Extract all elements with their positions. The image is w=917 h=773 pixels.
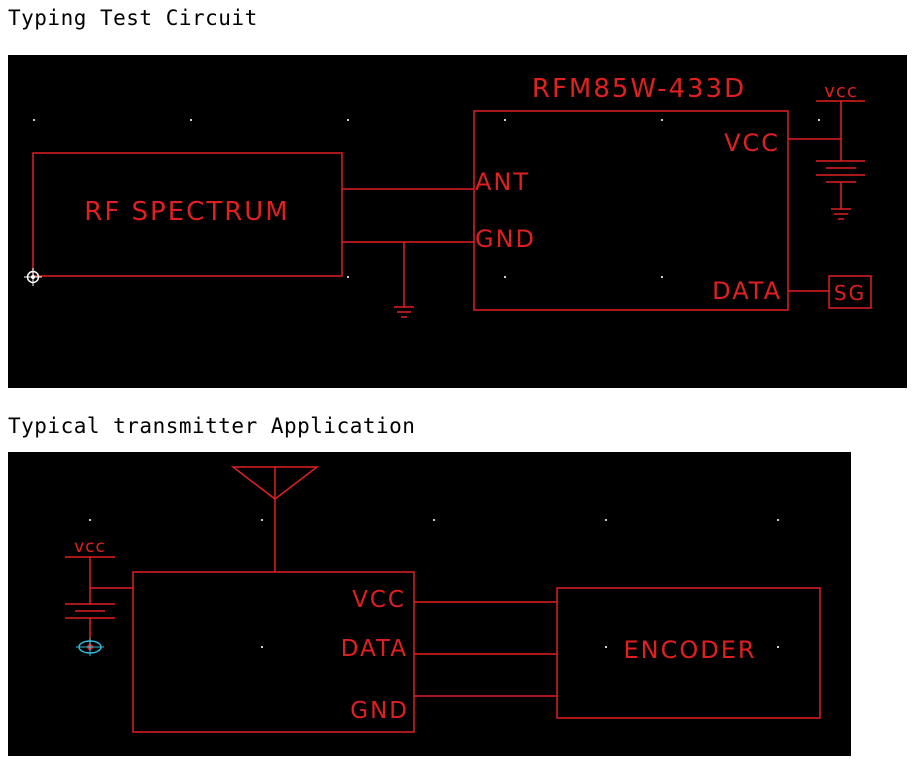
pin-data-label: DATA — [712, 277, 782, 305]
vcc-supply-symbol — [816, 100, 865, 161]
node-marker-icon[interactable] — [24, 268, 42, 286]
pin-gnd-label: GND — [350, 698, 409, 724]
module-name-label: RFM85W-433D — [532, 74, 746, 104]
transmitter-module-block[interactable] — [132, 571, 415, 733]
rf-spectrum-block[interactable] — [32, 152, 343, 277]
encoder-block[interactable] — [556, 587, 821, 719]
grid-dots — [89, 519, 779, 648]
pin-data-label: DATA — [341, 636, 408, 662]
supply-vcc-label: vcc — [74, 537, 106, 557]
encoder-label: ENCODER — [623, 636, 756, 664]
signal-generator-label: SG — [834, 281, 866, 305]
vcc-supply-symbol — [65, 556, 133, 604]
selected-node-marker-icon[interactable] — [76, 638, 104, 656]
signal-generator-block[interactable] — [828, 275, 872, 309]
pin-ant-label: ANT — [475, 168, 530, 196]
typical-application-schematic: vcc VCC DATA GND ENCODER — [8, 452, 851, 756]
pin-gnd-label: GND — [475, 225, 536, 253]
ground-symbol — [394, 242, 414, 318]
typing-test-schematic: RF SPECTRUM RFM85W-433D ANT GND VCC DATA… — [8, 55, 907, 388]
antenna-icon — [230, 466, 320, 572]
grid-dots — [33, 119, 820, 278]
battery-symbol — [816, 160, 865, 220]
pin-vcc-label: VCC — [724, 129, 780, 157]
pin-vcc-label: VCC — [352, 587, 406, 613]
section-title-typical-application: Typical transmitter Application — [8, 414, 416, 438]
rfm-module-block[interactable] — [473, 110, 789, 311]
supply-vcc-label: vcc — [824, 81, 857, 102]
rf-spectrum-label: RF SPECTRUM — [84, 197, 289, 227]
section-title-typing-test: Typing Test Circuit — [8, 6, 258, 30]
